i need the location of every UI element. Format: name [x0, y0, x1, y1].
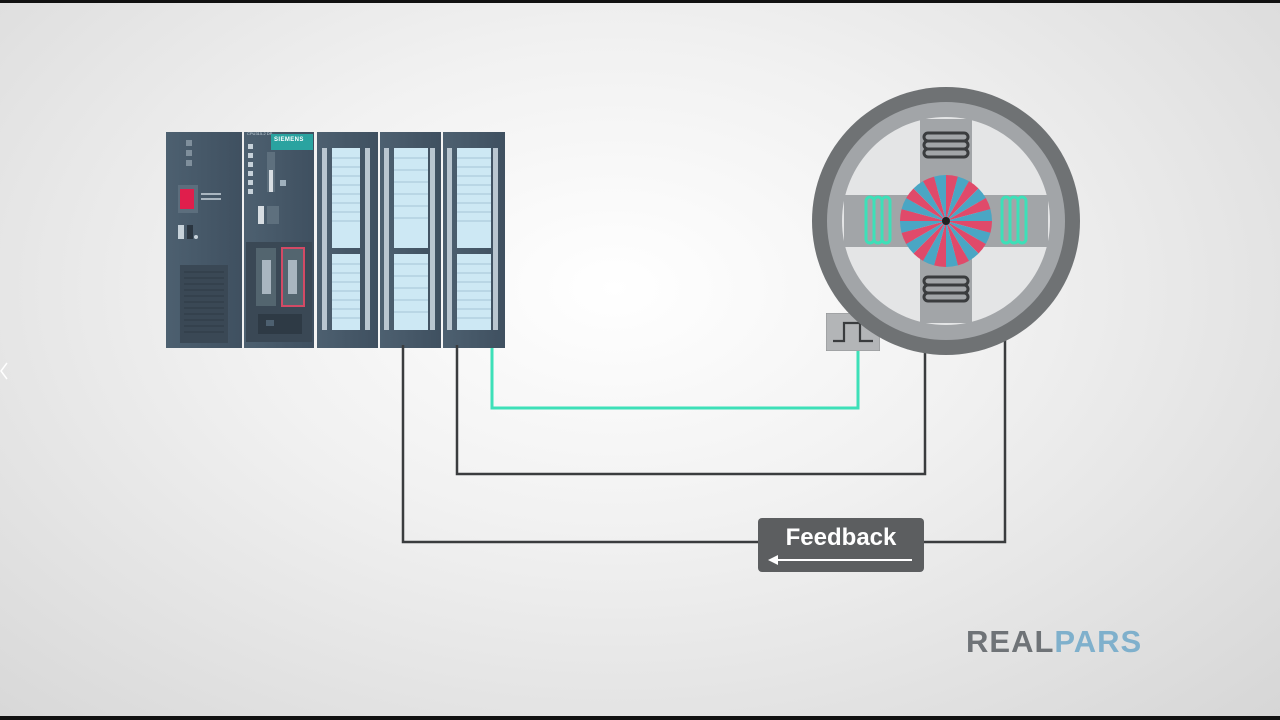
rotor-sector: [946, 221, 958, 267]
rotor-sector: [946, 188, 986, 221]
cpu-model-label: CPU315-2 DP: [247, 131, 273, 136]
feedback-label: Feedback: [785, 524, 897, 551]
realpars-logo: REALPARS: [966, 622, 1142, 662]
logo-part-pars: PARS: [1054, 624, 1143, 659]
rotor-sector: [946, 181, 979, 221]
io-modules: [317, 132, 505, 348]
rotor-sector: [946, 209, 992, 221]
rotor-sector: [946, 221, 992, 233]
rotor-sector: [946, 221, 969, 266]
cpu-module: [244, 132, 314, 348]
right-coil: [1000, 195, 1028, 245]
top-frame-bar: [0, 0, 1280, 3]
rotor-sector: [946, 221, 979, 261]
rotor-sector: [913, 221, 946, 261]
rotor-shaft: [942, 217, 950, 225]
rotor-sector: [901, 198, 946, 221]
feedback-wire: [401, 345, 758, 544]
logo-part-real: REAL: [966, 624, 1055, 659]
bottom-frame-bar: [0, 716, 1280, 720]
rotor-sector: [946, 221, 986, 254]
rotor-sector: [946, 198, 991, 221]
left-arrow-icon[interactable]: [0, 362, 8, 380]
direction-wire: [455, 300, 927, 476]
pulse-signal-wire: [490, 348, 860, 410]
feedback-return-wire: [924, 340, 1007, 544]
rotor-sector: [900, 221, 946, 233]
feedback-arrow-icon: [768, 555, 912, 565]
rotor-sector: [906, 221, 946, 254]
rotor-sector: [913, 181, 946, 221]
plc-rack: CPU315-2 DP SIEMENS: [166, 130, 508, 350]
rotor-sector: [946, 221, 991, 244]
rotor-sector: [946, 175, 958, 221]
rotor-sector: [934, 175, 946, 221]
top-coil: [922, 131, 970, 159]
rotor-sector: [946, 176, 969, 221]
rotor-sector: [934, 221, 946, 267]
rotor: [900, 175, 992, 267]
rotor-sector: [923, 221, 946, 266]
feedback-label-box: Feedback: [758, 518, 924, 572]
rotor-sector: [906, 188, 946, 221]
left-coil: [864, 195, 892, 245]
power-supply-module: [166, 132, 242, 348]
bottom-coil: [922, 275, 970, 303]
rotor-sector: [901, 221, 946, 244]
siemens-logo: SIEMENS: [274, 137, 304, 143]
rotor-sector: [923, 176, 946, 221]
rotor-sector: [900, 209, 946, 221]
stepper-motor: [812, 87, 1080, 355]
